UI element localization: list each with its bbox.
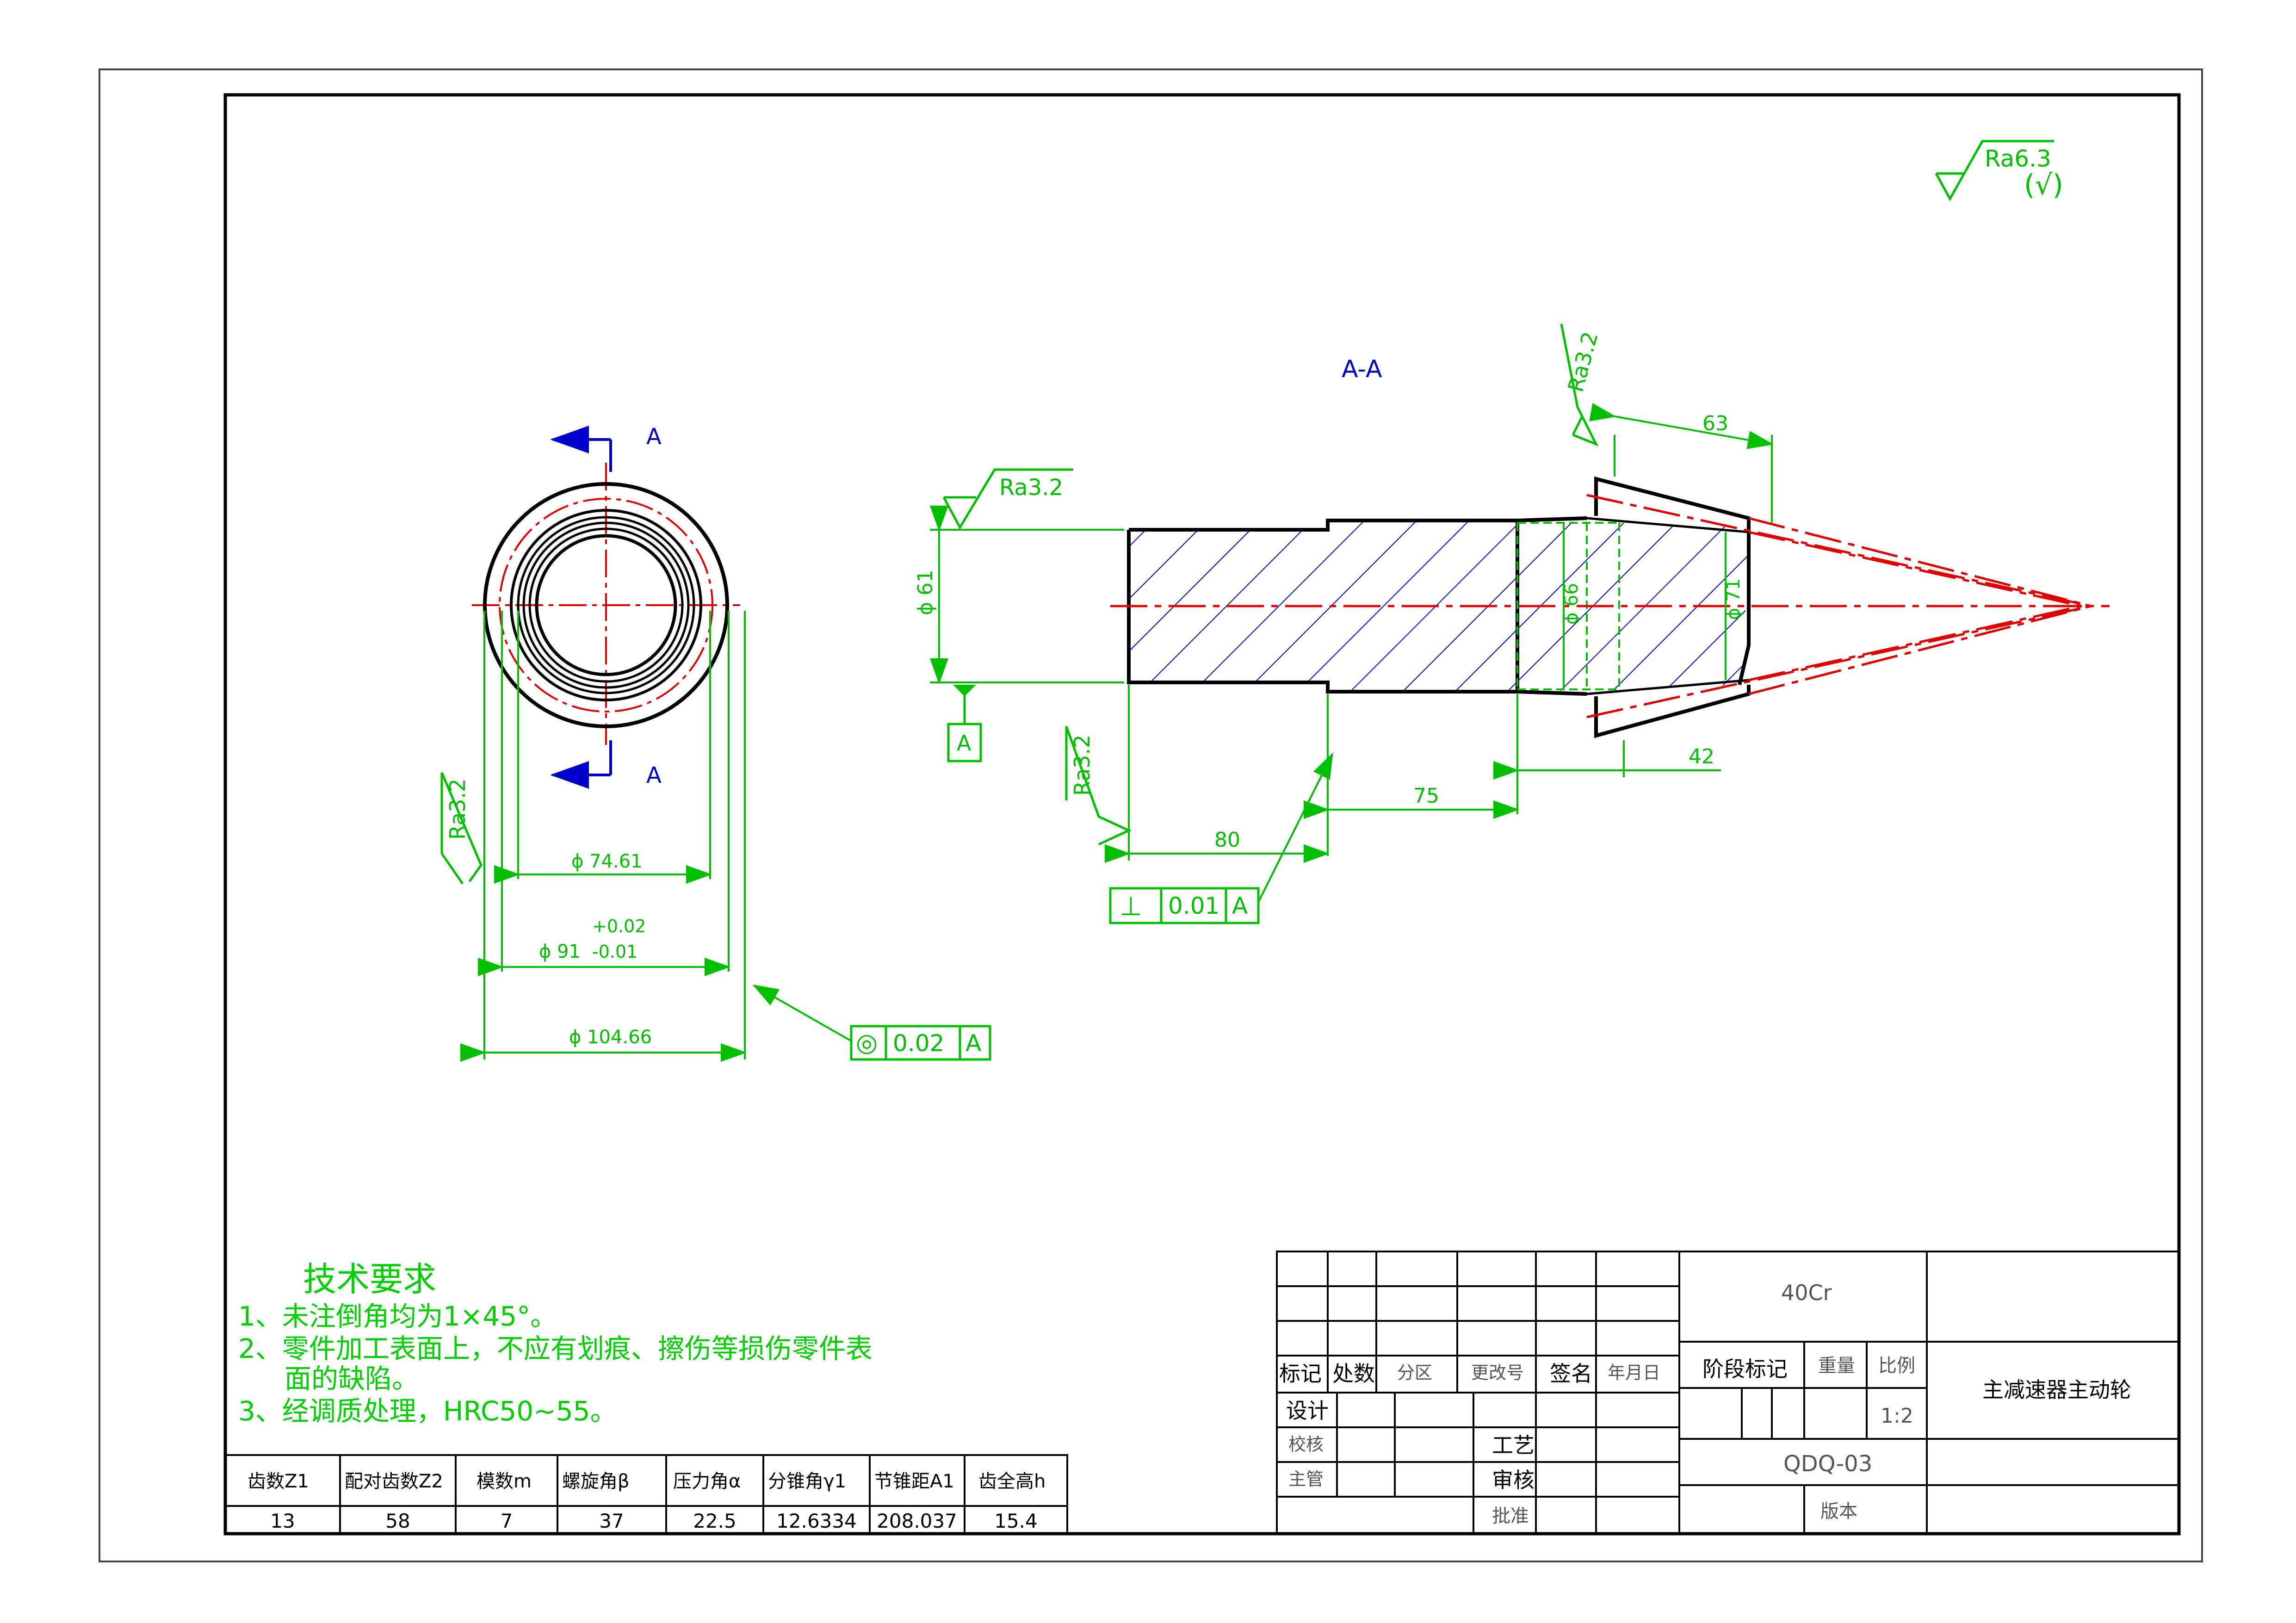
tb-material: 40Cr	[1781, 1280, 1832, 1305]
note-line-2: 2、零件加工表面上，不应有划痕、擦伤等损伤零件表	[238, 1333, 873, 1364]
concentricity-frame	[850, 1025, 991, 1061]
datum-label: A	[957, 731, 972, 756]
tb-scale-value: 1:2	[1881, 1404, 1913, 1428]
section-view-label: A-A	[1342, 355, 1382, 383]
shaft-roughness-label: Ra3.2	[999, 475, 1063, 501]
tb-label-approve: 批准	[1492, 1505, 1529, 1527]
tb-label-date: 年月日	[1608, 1363, 1660, 1383]
tb-label-design: 设计	[1286, 1398, 1329, 1423]
gear-value-alpha: 22.5	[693, 1510, 736, 1532]
dim-63: 63	[1702, 412, 1728, 435]
dim-d91-upper: +0.02	[592, 916, 646, 936]
dim-d61: ϕ 61	[914, 570, 937, 615]
section-arrow-top	[550, 426, 612, 472]
concentricity-symbol: ◎	[856, 1028, 878, 1057]
general-roughness-label: Ra6.3	[1985, 145, 2051, 172]
tb-label-mark: 标记	[1279, 1361, 1322, 1386]
dim-d91-lower: -0.01	[592, 942, 637, 962]
gear-header-z1: 齿数Z1	[248, 1471, 309, 1492]
gear-header-h: 齿全高h	[978, 1471, 1046, 1492]
dim-d74: ϕ 74.61	[571, 851, 643, 872]
tb-label-count: 处数	[1332, 1361, 1375, 1386]
tb-part-name: 主减速器主动轮	[1982, 1377, 2131, 1402]
tb-label-check: 校核	[1288, 1434, 1324, 1455]
section-arrow-bottom	[550, 740, 612, 789]
gear-header-a1: 节锥距A1	[874, 1471, 954, 1492]
tb-label-scale: 比例	[1878, 1355, 1915, 1376]
gear-table	[224, 1454, 1068, 1535]
dim-75: 75	[1413, 784, 1439, 808]
tb-label-review: 审核	[1492, 1468, 1535, 1493]
note-line-3: 面的缺陷。	[285, 1363, 419, 1394]
dim-42: 42	[1689, 745, 1714, 768]
title-block-labels: 标记 处数 分区 更改号 签名 年月日 阶段标记 重量 比例 设计 校核 工艺 …	[1279, 1355, 1915, 1527]
note-line-4: 3、经调质处理，HRC50~55。	[238, 1395, 617, 1427]
gear-table-headers: 齿数Z1 配对齿数Z2 模数m 螺旋角β 压力角α 分锥角γ1 节锥距A1 齿全…	[248, 1471, 1046, 1492]
general-roughness-paren: (√)	[2024, 169, 2063, 201]
concentricity-datum: A	[965, 1030, 981, 1057]
tb-label-stage: 阶段标记	[1702, 1357, 1788, 1381]
gear-value-h: 15.4	[994, 1510, 1038, 1532]
section-mark-top: A	[646, 424, 662, 450]
tb-label-sign: 签名	[1550, 1361, 1592, 1386]
perpendicularity-frame	[1109, 887, 1260, 924]
gear-value-z1: 13	[270, 1510, 295, 1532]
title-block	[1276, 1251, 2180, 1535]
gear-table-values: 13 58 7 37 22.5 12.6334 208.037 15.4	[270, 1510, 1037, 1532]
outer-frame	[99, 68, 2203, 1562]
dim-d104: ϕ 104.66	[569, 1027, 652, 1048]
gear-value-gamma: 12.6334	[776, 1510, 857, 1532]
inner-frame	[223, 93, 2181, 1536]
tb-label-weight: 重量	[1818, 1355, 1855, 1376]
note-line-1: 1、未注倒角均为1×45°。	[238, 1301, 557, 1332]
end-view	[472, 463, 740, 745]
gear-value-m: 7	[501, 1510, 513, 1532]
general-roughness-symbol	[1935, 140, 2054, 202]
dim-d91: ϕ 91	[539, 941, 581, 962]
perpendicularity-datum: A	[1232, 892, 1248, 919]
tb-label-change: 更改号	[1471, 1363, 1524, 1383]
gear-value-z2: 58	[385, 1510, 410, 1532]
shaft-roughness-symbol	[942, 468, 1073, 530]
end-view-dimension-lines	[460, 611, 852, 1062]
tb-label-zone: 分区	[1397, 1363, 1432, 1383]
gear-roughness-symbol	[1560, 323, 1599, 446]
gear-header-alpha: 压力角α	[673, 1471, 741, 1492]
gear-value-beta: 37	[599, 1510, 624, 1532]
perpendicularity-symbol: ⊥	[1120, 892, 1142, 922]
notes-title: 技术要求	[303, 1260, 436, 1299]
datum-triangle	[953, 685, 976, 696]
ring-roughness-label: Ra3.2	[445, 779, 470, 840]
gear-header-m: 模数m	[477, 1471, 532, 1492]
section-mark-bottom: A	[646, 762, 662, 788]
gear-header-z2: 配对齿数Z2	[345, 1471, 443, 1492]
bottom-roughness-label: Ra3.2	[1070, 735, 1095, 796]
gear-header-gamma: 分锥角γ1	[768, 1471, 846, 1492]
dim-80: 80	[1214, 828, 1240, 852]
pitch-circle	[499, 498, 713, 712]
concentricity-value: 0.02	[893, 1030, 944, 1057]
tb-label-version: 版本	[1820, 1501, 1857, 1522]
dim-d66: ϕ 66	[1561, 583, 1582, 625]
gear-root-line	[1586, 517, 1749, 695]
bottom-roughness-symbol	[1065, 726, 1132, 846]
dim-d71: ϕ 71	[1723, 578, 1744, 620]
tb-label-supervisor: 主管	[1288, 1469, 1324, 1489]
gear-value-a1: 208.037	[877, 1510, 957, 1532]
axis-lines	[1110, 494, 2110, 719]
tb-label-craft: 工艺	[1492, 1433, 1535, 1458]
outer-circle	[483, 482, 729, 728]
tb-drawing-no: QDQ-03	[1783, 1451, 1872, 1477]
perpendicularity-value: 0.01	[1168, 892, 1219, 919]
main-dimension-lines	[930, 403, 1774, 903]
ring-roughness-symbol	[440, 772, 483, 885]
gear-header-beta: 螺旋角β	[562, 1471, 630, 1492]
